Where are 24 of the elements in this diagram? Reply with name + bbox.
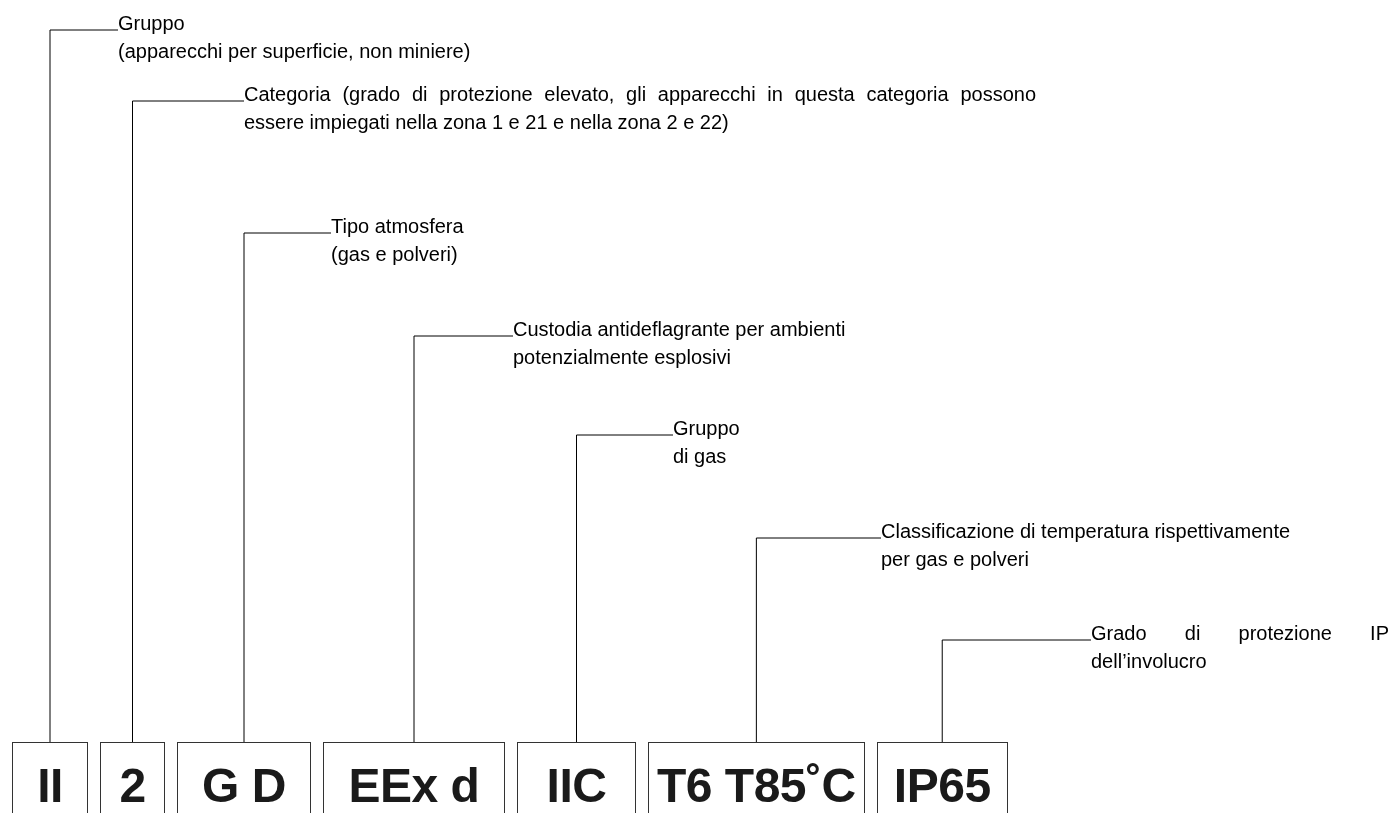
marking-code-box: II — [12, 742, 88, 813]
leader-line — [576, 434, 674, 743]
leader-line — [413, 335, 514, 743]
leader-line — [243, 232, 332, 743]
description-text: Custodia antideflagrante per ambienti potenzialmente esplosivi — [513, 317, 847, 370]
leader-line — [132, 100, 245, 743]
marking-code-box: 2 — [100, 742, 165, 813]
marking-code-box: T6 T85˚C — [648, 742, 865, 813]
marking-code-box: EEx d — [323, 742, 505, 813]
description-text: Gruppo — [673, 416, 741, 441]
marking-code-box: IIC — [517, 742, 636, 813]
description-text: Grado di protezione IP dell’involucro — [1091, 621, 1389, 674]
description-text: di gas — [673, 444, 728, 469]
description-text: (apparecchi per superficie, non miniere) — [118, 39, 472, 64]
marking-code-box: IP65 — [876, 742, 1008, 813]
description-text: Classificazione di temperatura rispettivamente per gas e polveri — [881, 519, 1292, 572]
description-text: Tipo atmosfera — [331, 214, 465, 239]
leader-line — [755, 537, 882, 743]
marking-code-box: G D — [177, 742, 311, 813]
description-text: Gruppo — [118, 11, 186, 36]
description-text: Categoria (grado di protezione elevato, gli apparecchi in questa categoria possono essere impiegati nella zona 1 e 21 e nella zona 2 e 22) — [244, 82, 1036, 135]
leader-line — [49, 29, 119, 743]
leader-line — [941, 639, 1092, 743]
description-text: (gas e polveri) — [331, 242, 459, 267]
